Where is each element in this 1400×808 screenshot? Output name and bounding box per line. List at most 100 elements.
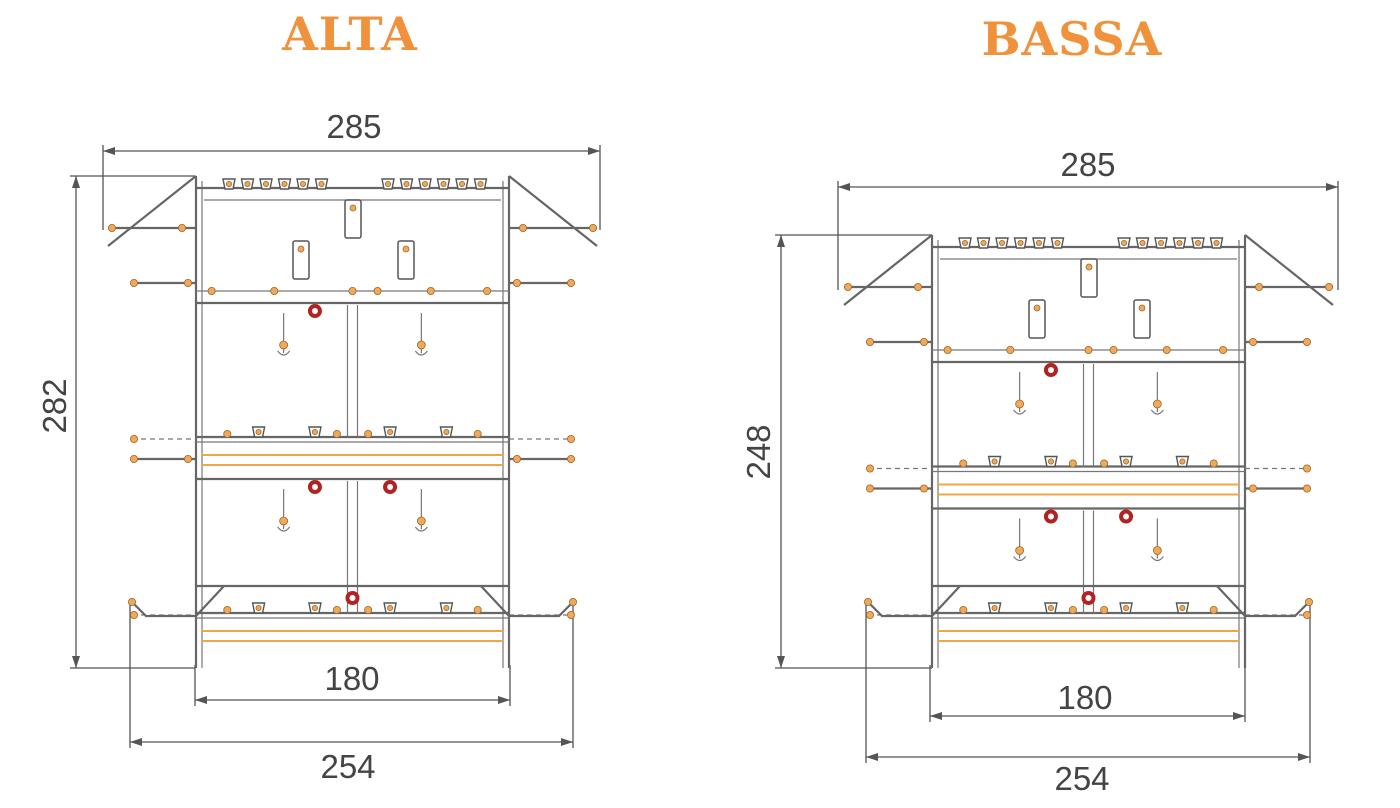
feeder-cup-icon: [976, 237, 991, 249]
perch-peg-icon: [959, 459, 968, 468]
feeder-cup-icon: [1013, 237, 1028, 249]
feeder-cup-icon: [473, 178, 488, 190]
diagram-bassa: BASSA 285 248 180: [740, 12, 1339, 797]
perch-peg-icon: [1162, 345, 1171, 354]
feeder-cup-icon: [296, 178, 310, 190]
feeder-cup-icon: [240, 178, 255, 190]
feeder-cup-icon: [1175, 455, 1190, 468]
hen-marker-icon: [383, 480, 398, 494]
dimension-top-width-alta: 285: [102, 108, 601, 230]
perch-peg-icon: [127, 598, 136, 607]
feeder-cup-icon: [381, 178, 395, 190]
feeder-cup-icon: [383, 426, 397, 438]
perch-peg-icon: [223, 429, 232, 438]
dimension-label-inner-width-bassa: 180: [1057, 679, 1112, 716]
feeder-cup-icon: [436, 178, 451, 190]
left-base-tray: [867, 585, 961, 618]
perch-peg-icon: [1084, 345, 1093, 354]
perch-peg-icon: [183, 278, 192, 287]
feeder-cup-icon: [222, 178, 236, 190]
perch-peg-icon: [1068, 459, 1077, 468]
perch-peg-icon: [348, 286, 357, 295]
perch-peg-icon: [1209, 459, 1218, 468]
perch-peg-icon: [223, 606, 232, 615]
dimension-inner-width-alta: 180: [194, 660, 511, 706]
perch-peg-icon: [864, 598, 873, 607]
perch-peg-icon: [1303, 484, 1312, 493]
perch-peg-icon: [1255, 282, 1264, 291]
feeder-cup-icon: [439, 602, 454, 614]
feeder-cup-icon: [439, 426, 454, 438]
perch-peg-icon: [1305, 598, 1314, 607]
dimension-label-bottom-width-alta: 254: [320, 748, 375, 785]
hen-marker-icon: [1043, 509, 1058, 524]
nipple-hook-icon: [1013, 372, 1027, 415]
perch-peg-icon: [1006, 345, 1015, 354]
perch-peg-icon: [270, 286, 279, 295]
feeder-cup-icon: [1119, 455, 1133, 468]
perch-peg-icon: [129, 611, 138, 620]
perch-peg-icon: [569, 598, 578, 607]
dimension-label-height-alta: 282: [36, 378, 73, 433]
perch-peg-icon: [513, 454, 522, 463]
perch-peg-icon: [589, 223, 598, 232]
perch-peg-icon: [129, 278, 138, 287]
feeder-cup-icon: [455, 178, 469, 190]
perch-peg-icon: [519, 223, 528, 232]
perch-peg-icon: [332, 429, 341, 438]
feeder-cup-icon: [314, 178, 329, 190]
drinker-icon: [1080, 258, 1098, 298]
drinker-icon: [397, 240, 415, 280]
perch-peg-icon: [373, 286, 382, 295]
perch-peg-icon: [364, 606, 373, 615]
feeder-cup-icon: [418, 178, 432, 190]
hen-marker-icon: [1081, 591, 1096, 605]
drinker-icon: [1133, 299, 1151, 339]
dimension-height-alta: 282: [36, 175, 195, 669]
perch-peg-icon: [129, 434, 138, 443]
hen-marker-icon: [1119, 509, 1134, 524]
perch-peg-icon: [1109, 345, 1118, 354]
dimension-top-width-bassa: 285: [837, 146, 1339, 290]
perch-peg-icon: [183, 454, 192, 463]
perch-peg-icon: [920, 484, 929, 493]
perch-peg-icon: [1100, 606, 1109, 615]
feeder-cup-icon: [308, 602, 322, 614]
perch-peg-icon: [177, 223, 186, 232]
diagram-title-alta: ALTA: [281, 7, 418, 61]
feeder-cup-icon: [1119, 602, 1133, 614]
cage-structure-bassa: [843, 234, 1334, 668]
perch-peg-icon: [513, 278, 522, 287]
perch-peg-icon: [207, 286, 216, 295]
perch-peg-icon: [866, 464, 875, 473]
dimension-label-bottom-width-bassa: 254: [1054, 760, 1109, 797]
cage-structure-alta: [107, 175, 598, 668]
perch-peg-icon: [567, 434, 576, 443]
hen-marker-icon: [345, 591, 360, 605]
perch-peg-icon: [473, 429, 482, 438]
nipple-hook-icon: [1013, 518, 1027, 562]
hen-marker-icon: [307, 480, 322, 494]
dimension-label-height-bassa: 248: [740, 424, 777, 479]
diagram-title-bassa: BASSA: [982, 12, 1163, 66]
perch-peg-icon: [567, 611, 576, 620]
feeder-cup-icon: [1044, 455, 1058, 468]
feeder-cup-icon: [1032, 237, 1046, 249]
nipple-hook-icon: [1150, 372, 1164, 415]
nipple-hook-icon: [277, 313, 291, 356]
hen-marker-icon: [1043, 363, 1058, 377]
feeder-cup-icon: [987, 455, 1002, 468]
perch-peg-icon: [844, 282, 853, 291]
perch-peg-icon: [364, 429, 373, 438]
feeder-cup-icon: [277, 178, 292, 190]
perch-peg-icon: [1100, 459, 1109, 468]
feeder-cup-icon: [399, 178, 414, 190]
dimension-label-inner-width-alta: 180: [324, 660, 379, 697]
perch-peg-icon: [1303, 611, 1312, 620]
dimension-height-bassa: 248: [740, 234, 932, 669]
perch-peg-icon: [332, 606, 341, 615]
drinker-icon: [292, 240, 310, 280]
perch-peg-icon: [1303, 464, 1312, 473]
feeder-cup-icon: [1044, 602, 1058, 614]
perch-peg-icon: [920, 337, 929, 346]
